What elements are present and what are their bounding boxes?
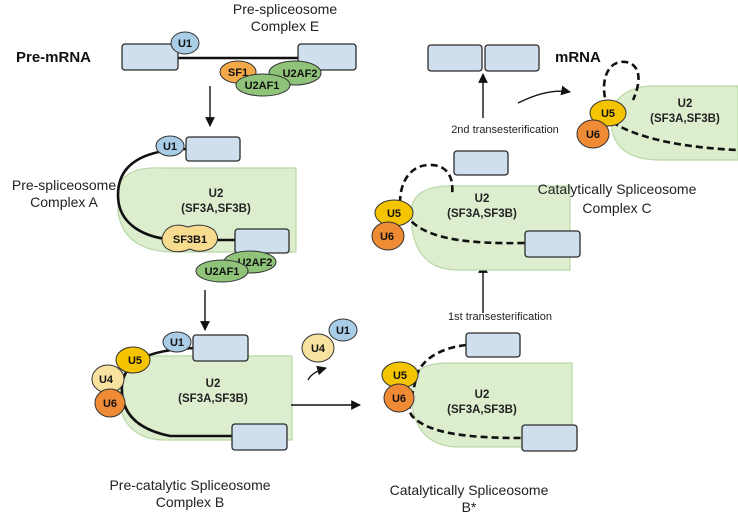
u2-label: U2 [209,188,224,200]
intron-loop-a [116,147,236,242]
u2-label-c: U2 [475,193,490,205]
u6-label-c: U6 [380,231,394,243]
complex-e: Pre-spliceosome Complex E Pre-mRNA U1 SF… [16,1,357,97]
mrna-product: mRNA [427,44,601,72]
u6-label-lariat: U6 [586,129,600,141]
u2-sub-label-bstar: (SF3A,SF3B) [447,404,517,416]
u5-snrnp-b [115,346,151,374]
complex-c-title-line1: Catalytically Spliceosome [538,181,697,197]
bstar-title-line2: B* [462,499,477,514]
u1-label-a: U1 [163,141,177,153]
u2-sub-label-b: (SF3A,SF3B) [178,393,248,405]
u2-sub-label: (SF3A,SF3B) [181,203,251,215]
u1-label: U1 [178,38,192,50]
u6-snrnp-lariat [576,119,610,149]
u6-snrnp-c [371,221,405,251]
u1-snrnp-b [162,331,192,353]
sf1-label: SF1 [228,67,248,79]
lariat-tail [611,120,738,152]
u2-sub-label-lariat: (SF3A,SF3B) [650,113,720,125]
u5-snrnp-lariat [589,99,627,127]
u2af1-factor [235,73,291,97]
exon-right-a [234,228,290,254]
released-snrnps: U4 U1 [301,318,358,381]
u6-snrnp-bstar [383,383,415,413]
mrna-label: mRNA [555,49,601,66]
complex-a-title-line2: Complex A [30,194,98,210]
u2-label-bstar: U2 [475,389,490,401]
exon-left-a [185,136,241,162]
u2-label-lariat: U2 [678,98,693,110]
u2af2-label-a: U2AF2 [238,257,273,269]
release-arrow [307,365,327,381]
u1-snrnp [170,31,200,55]
u2-label-b: U2 [206,378,221,390]
u1-released-label: U1 [336,325,350,337]
complex-a: Pre-spliceosome Complex A U2 (SF3A,SF3B)… [12,135,297,283]
u5-label-c: U5 [387,208,401,220]
excised-lariat: U2 (SF3A,SF3B) U5 U6 [517,60,738,161]
pre-mrna-label: Pre-mRNA [16,49,91,66]
u2af1-factor-a [195,259,249,283]
sf3b1-factor [161,224,218,253]
u2-snrnp-region-lariat [611,85,738,161]
complex-b: U2 (SF3A,SF3B) U1 U4 U5 U6 Pre-catalytic… [91,331,293,510]
exon-left-bstar [465,332,521,358]
u6-label-bstar: U6 [392,393,406,405]
u5-label-bstar: U5 [393,370,407,382]
u6-snrnp-b [94,388,126,418]
exon-mrna-left [427,44,483,72]
first-transesterification-label: 1st transesterification [448,311,552,323]
u6-label-b: U6 [103,398,117,410]
exon-right-bstar [521,424,578,452]
complex-e-title-line2: Complex E [251,18,319,34]
second-transesterification-label: 2nd transesterification [451,124,559,136]
u2-sub-label-c: (SF3A,SF3B) [447,208,517,220]
u2af2-label: U2AF2 [283,68,318,80]
u4-released-label: U4 [311,343,326,355]
complex-c-title-line2: Complex C [582,200,651,216]
u1-label-b: U1 [170,337,184,349]
exon-right-b [231,423,288,451]
u2af1-label: U2AF1 [245,80,280,92]
exon-left [121,43,179,71]
intron-dashed-c [403,212,526,245]
u1-released [328,318,358,342]
complex-b-title-line1: Pre-catalytic Spliceosome [109,477,270,493]
u2af1-label-a: U2AF1 [205,266,240,278]
exon-right-c [524,230,581,258]
lariat-release-arrow [517,85,571,104]
sf3b1-label: SF3B1 [173,234,207,246]
complex-e-title-line1: Pre-spliceosome [233,1,337,17]
u4-released [301,333,335,363]
u5-label-lariat: U5 [601,108,615,120]
complex-bstar: U2 (SF3A,SF3B) U5 U6 Catalytically Splic… [381,332,578,514]
lariat-loop-c [398,163,454,204]
u5-label-b: U5 [128,355,142,367]
exon-left-b [192,334,249,362]
complex-b-title-line2: Complex B [156,494,224,510]
bstar-title-line1: Catalytically Spliceosome [390,482,549,498]
exon-top-c [453,150,509,176]
exon-mrna-right [484,44,540,72]
exon-right [297,43,357,71]
u4-label-b: U4 [99,374,114,386]
complex-c: U2 (SF3A,SF3B) U5 U6 Catalytically Splic… [371,150,697,271]
u1-snrnp-a [155,135,185,157]
complex-a-title-line1: Pre-spliceosome [12,177,116,193]
